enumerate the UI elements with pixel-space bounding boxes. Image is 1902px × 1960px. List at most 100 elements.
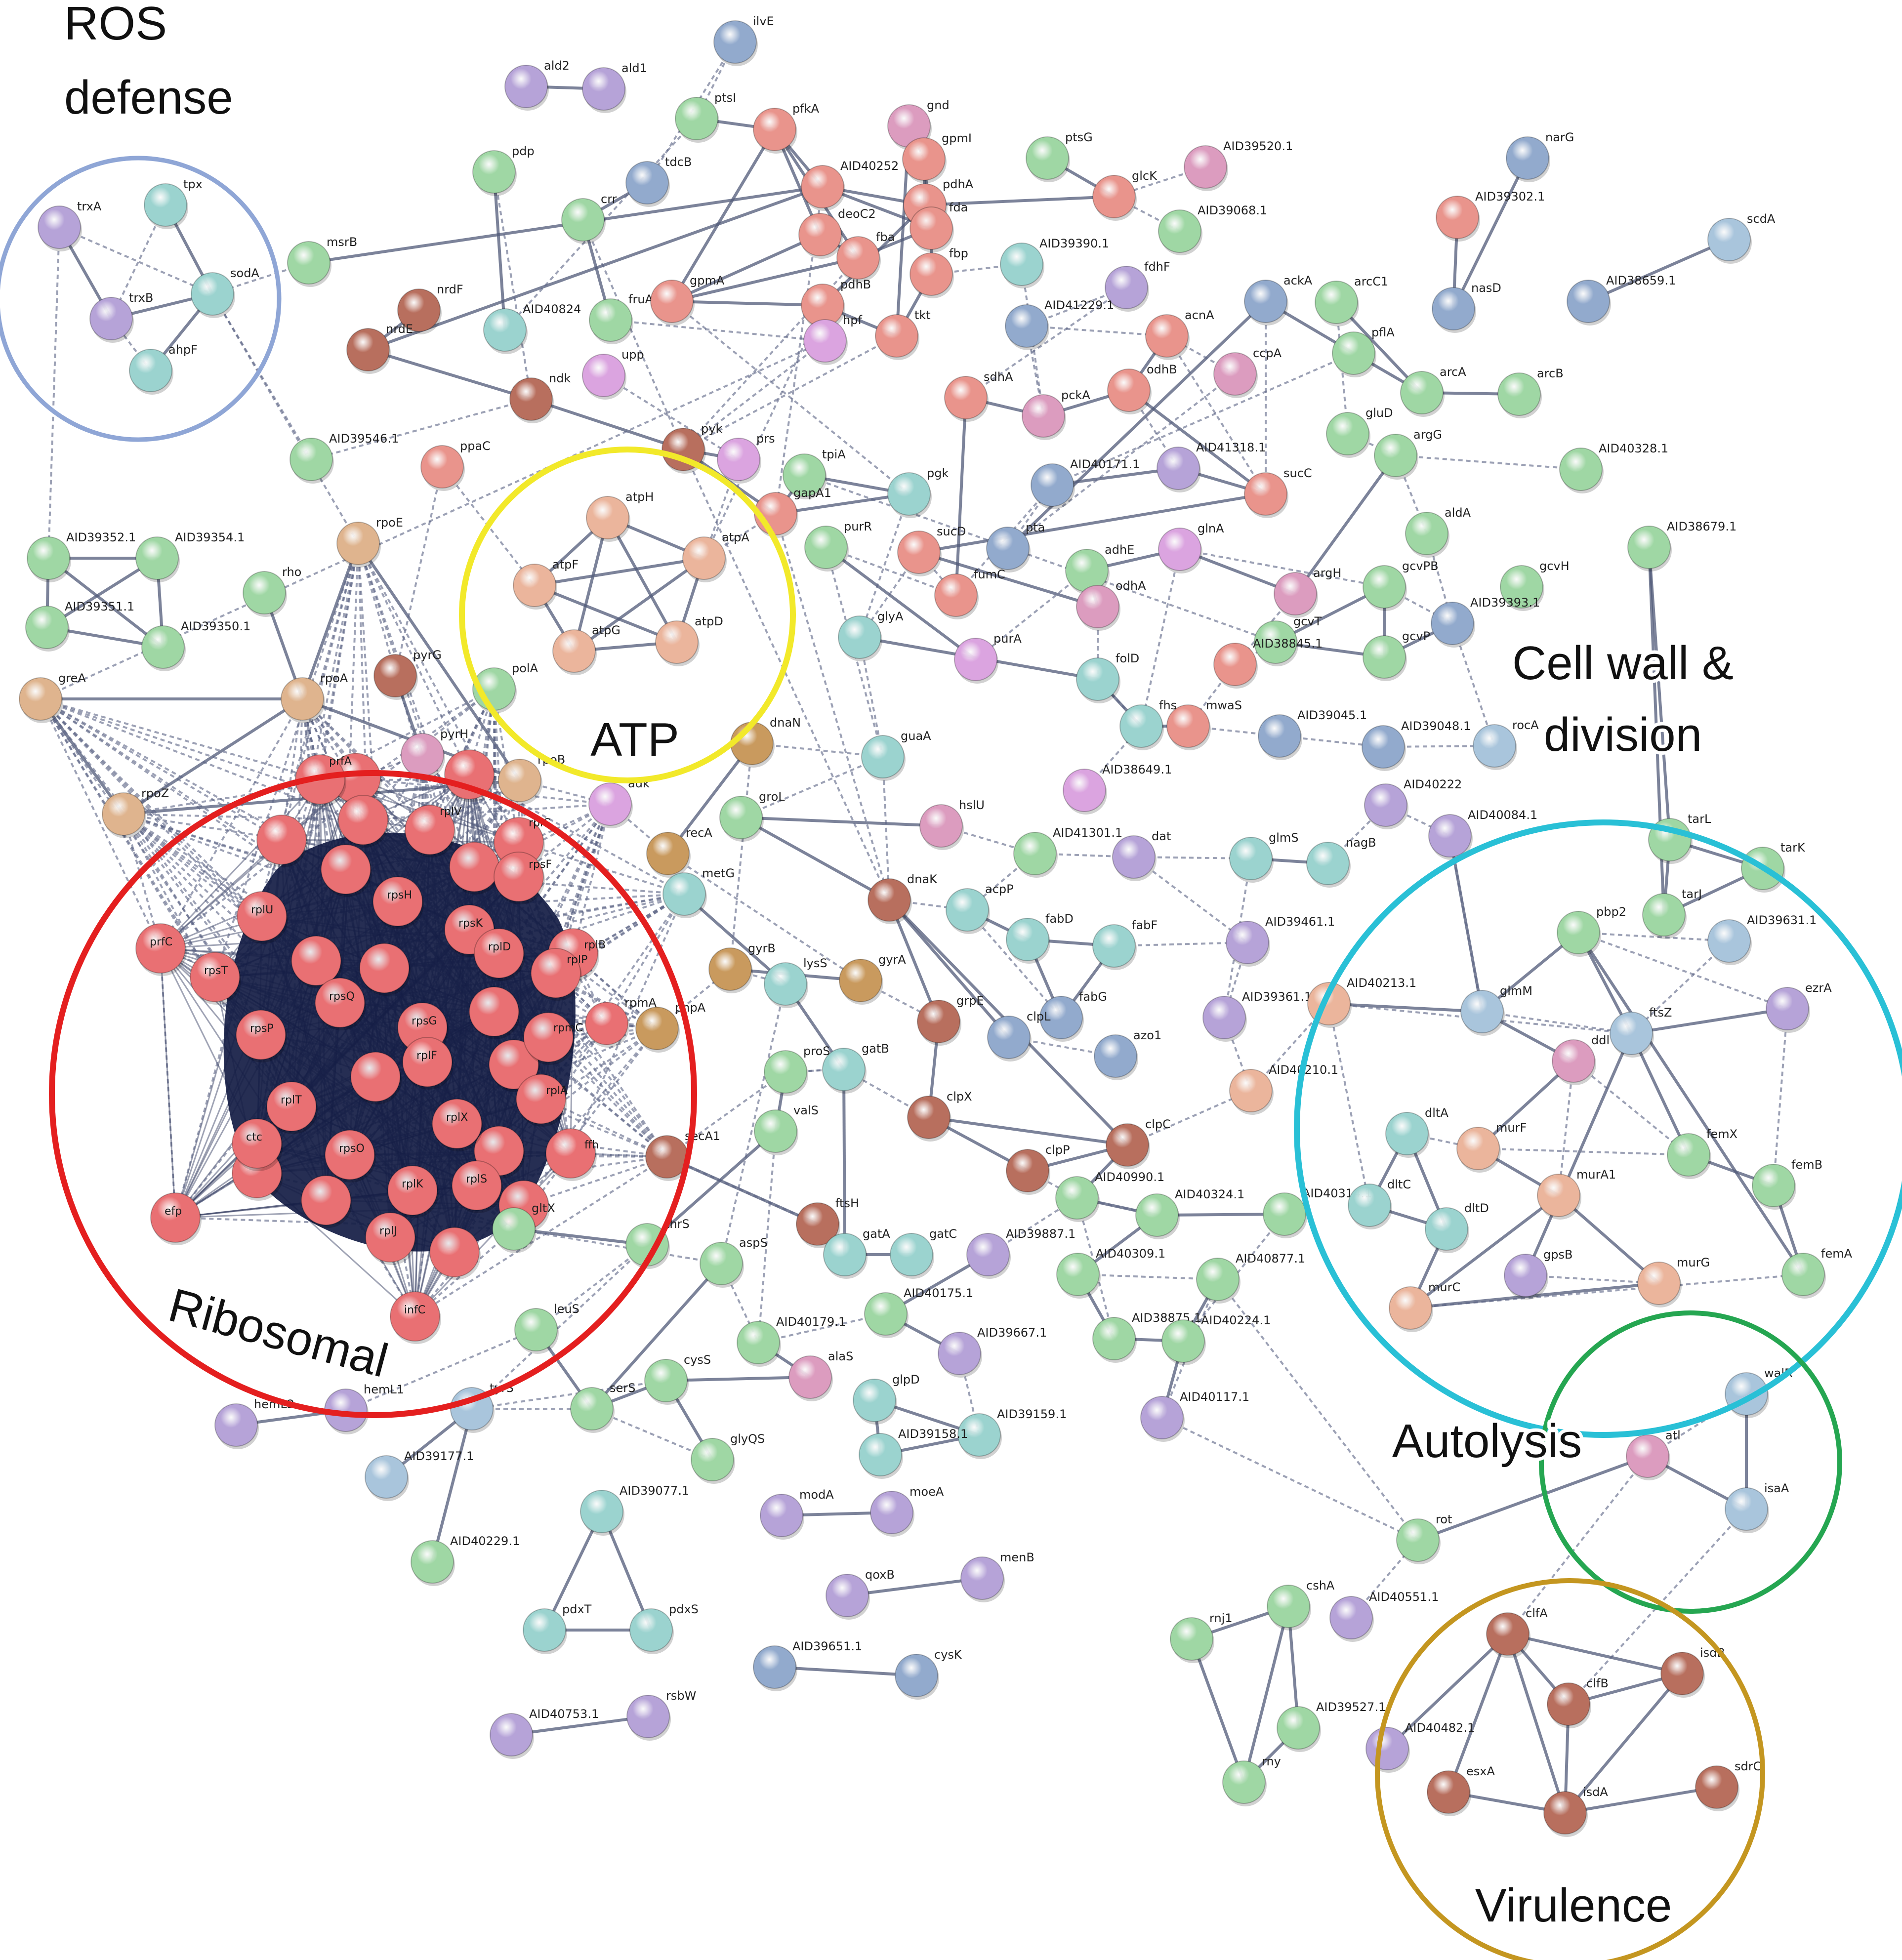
node-label-odhb: odhB <box>1147 363 1177 376</box>
edge-ccpa-pta <box>1007 373 1236 549</box>
node-label-tarj: tarJ <box>1682 887 1702 901</box>
node-ptsg <box>1026 136 1069 180</box>
node-rplx <box>432 1099 482 1149</box>
node-label-moea: moeA <box>910 1485 944 1499</box>
node-label-ptsg: ptsG <box>1065 130 1093 144</box>
node-rho <box>243 571 286 614</box>
node-purr <box>804 526 848 569</box>
node-aid40753-1 <box>490 1713 533 1756</box>
node-fbp <box>910 252 953 296</box>
node-label-grpe: grpE <box>956 994 984 1008</box>
node-gpma <box>650 280 694 323</box>
edge-aid40324-1-aid40314-1 <box>1157 1213 1285 1217</box>
edge-adhe-pura <box>975 570 1088 660</box>
node-label-frua: fruA <box>628 292 654 306</box>
node-label-ald2: ald2 <box>544 59 570 73</box>
node-label-aid40328-1: AID40328.1 <box>1599 442 1668 455</box>
node-aid40877-1 <box>1196 1258 1240 1301</box>
node-label-ctc: ctc <box>246 1131 262 1143</box>
ribosome-spoke <box>160 947 667 1158</box>
node-label-nasd: nasD <box>1471 281 1501 295</box>
node-reca <box>646 832 690 875</box>
node-label-glpd: glpD <box>892 1373 920 1387</box>
node-gpmi <box>902 137 946 181</box>
edge-pfka-gpma <box>670 128 776 302</box>
node-label-vals: valS <box>793 1103 819 1117</box>
node-label-isda: isdA <box>1583 1785 1608 1799</box>
node-ribosomal-protein <box>469 986 519 1037</box>
edge-heml1-leus <box>345 1329 537 1411</box>
node-label-aid40117-1: AID40117.1 <box>1180 1390 1249 1404</box>
node-aid40252 <box>801 165 844 208</box>
node-label-cysk: cysK <box>934 1648 962 1662</box>
node-label-rpsg: rpsG <box>412 1015 437 1027</box>
edge-pgk-glya <box>859 493 910 638</box>
edge-aid39354-1-aid39351-1 <box>46 557 158 629</box>
node-label-rpoe: rpoE <box>376 516 403 530</box>
ribosome-spoke <box>40 698 162 949</box>
node-ndk <box>509 377 553 421</box>
node-fabd <box>1006 918 1049 961</box>
node-label-pbp2: pbp2 <box>1596 905 1626 919</box>
node-label-rpsh: rpsH <box>387 889 412 901</box>
node-alda <box>1405 512 1448 555</box>
edge-ddl-mura1 <box>1558 1061 1574 1196</box>
node-ftsz <box>1610 1012 1653 1055</box>
edge-gpma-pdhb <box>671 300 823 307</box>
node-label-ffh: ffh <box>584 1139 599 1151</box>
node-ilve <box>713 20 757 64</box>
edge-rnj1-rny <box>1190 1638 1245 1783</box>
edge-pdha-glck <box>924 195 1115 206</box>
node-pbp2 <box>1557 911 1600 954</box>
node-label-gyra: gyrA <box>878 953 906 967</box>
node-label-gcvpb: gcvPB <box>1402 559 1439 573</box>
node-label-fabf: fabF <box>1132 918 1158 932</box>
node-label-arcb: arcB <box>1537 367 1564 380</box>
node-label-guaa: guaA <box>901 729 931 743</box>
node-grol <box>719 796 763 839</box>
node-glmm <box>1460 990 1504 1033</box>
node-label-menb: menB <box>1000 1551 1034 1564</box>
node-heml2 <box>214 1403 258 1447</box>
ribosome-spoke <box>523 1027 658 1206</box>
node-aid39351-1 <box>25 606 69 649</box>
edge-grol-hslu <box>741 816 942 827</box>
edge-pros-seca1 <box>666 1071 786 1158</box>
cluster-label-virulence: Virulence <box>1475 1879 1672 1932</box>
node-rpoz <box>102 792 145 836</box>
node-rplj <box>365 1212 415 1263</box>
node-label-aid38659-1: AID38659.1 <box>1606 274 1676 287</box>
node-soda <box>191 272 234 316</box>
node-rpsq <box>315 978 365 1028</box>
node-label-aid40324-1: AID40324.1 <box>1175 1187 1244 1201</box>
ribosome-spoke <box>123 813 391 1238</box>
node-pgk <box>887 472 931 516</box>
node-murf <box>1456 1127 1500 1170</box>
node-label-gata: gatA <box>863 1227 890 1241</box>
edge-grol-dnak <box>740 816 890 901</box>
cluster-label-ribosomal: Ribosomal <box>164 1278 394 1388</box>
edge-trxa-aid39352-1 <box>47 227 60 559</box>
node-prs <box>717 438 760 481</box>
node-label-rpso: rpsO <box>339 1143 365 1155</box>
node-arcc1 <box>1315 281 1358 324</box>
node-pyk <box>662 428 705 471</box>
node-aid39077-1 <box>580 1490 623 1533</box>
node-acpp <box>946 888 989 932</box>
edge-esxa-clfa <box>1447 1633 1509 1793</box>
node-label-msrb: msrB <box>327 235 357 249</box>
node-clfb <box>1547 1682 1590 1726</box>
node-rplp <box>531 948 581 998</box>
edge-seca1-ftsh <box>666 1156 818 1225</box>
edge-deoc2-gpma <box>671 233 821 303</box>
node-label-ald1: ald1 <box>621 61 647 75</box>
node-label-aid39351-1: AID39351.1 <box>65 600 134 613</box>
node-label-rpma: rpmA <box>624 996 657 1010</box>
node-gltx <box>492 1207 536 1251</box>
node-clpc <box>1106 1123 1149 1167</box>
node-label-glms: glmS <box>1269 831 1299 845</box>
node-label-clpp: clpP <box>1045 1143 1070 1157</box>
edge-acpp-fabg <box>966 909 1062 1019</box>
node-sucd <box>897 531 941 574</box>
